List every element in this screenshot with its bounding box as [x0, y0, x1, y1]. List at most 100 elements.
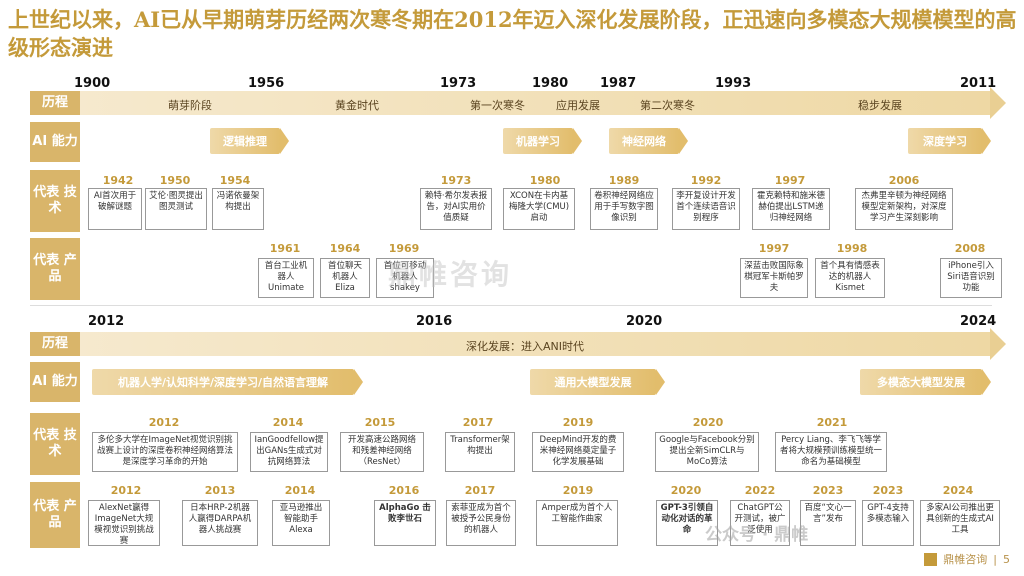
product-box: 日本HRP-2机器人赢得DARPA机器人挑战赛: [182, 500, 258, 546]
product-box: iPhone引入Siri语音识别功能: [940, 258, 1002, 298]
section-divider: [30, 305, 992, 306]
product-year: 2016: [388, 484, 420, 497]
tech-year: 1942: [102, 174, 134, 187]
year-2012: 2012: [88, 314, 125, 329]
label-tech-top: 代表 技术: [30, 170, 80, 232]
era-ani: 深化发展：进入ANI时代: [466, 340, 584, 353]
year-1980: 1980: [532, 76, 569, 91]
cap-multimodal-arrow: [982, 369, 991, 395]
footer: 鼎帷咨询 | 5: [924, 551, 1010, 567]
product-box: AlexNet赢得ImageNet大规模视觉识别挑战赛: [88, 500, 160, 546]
year-1987: 1987: [600, 76, 637, 91]
tech-year: 1980: [529, 174, 561, 187]
top-history-arrow: [990, 87, 1006, 119]
year-2024: 2024: [960, 314, 997, 329]
year-1956: 1956: [248, 76, 285, 91]
tech-box: 霍克赖特和施米德赫伯提出LSTM递归神经网络: [752, 188, 830, 230]
product-year: 2023: [872, 484, 904, 497]
cap-dl: 深度学习: [908, 128, 982, 154]
tech-box: DeepMind开发的费米神经网络奠定量子化学发展基础: [532, 432, 624, 472]
tech-year: 1989: [608, 174, 640, 187]
tech-year: 2015: [364, 416, 396, 429]
product-year: 2014: [284, 484, 316, 497]
year-2020: 2020: [626, 314, 663, 329]
year-1900: 1900: [74, 76, 111, 91]
product-year: 2020: [670, 484, 702, 497]
cap-nn: 神经网络: [609, 128, 679, 154]
watermark-center: 鼎帷咨询: [388, 258, 513, 291]
product-year: 1998: [836, 242, 868, 255]
cap-ml: 机器学习: [503, 128, 573, 154]
product-year: 2023: [812, 484, 844, 497]
label-ai-top: AI 能力: [30, 122, 80, 162]
top-history-band: [30, 91, 992, 115]
cap-early-arrow: [354, 369, 363, 395]
era-golden: 黄金时代: [335, 99, 379, 112]
tech-year: 1954: [219, 174, 251, 187]
product-box: 深蓝击败国际象棋冠军卡斯帕罗夫: [740, 258, 808, 298]
tech-year: 2017: [462, 416, 494, 429]
cap-multimodal: 多模态大模型发展: [860, 369, 982, 395]
product-year: 2013: [204, 484, 236, 497]
product-box: GPT-4支持多模态输入: [862, 500, 914, 546]
cap-dl-arrow: [982, 128, 991, 154]
cap-general: 通用大模型发展: [530, 369, 656, 395]
tech-box: 多伦多大学在ImageNet视觉识别挑战赛上设计的深度卷积神经网络算法是深度学习…: [92, 432, 238, 472]
tech-box: Google与Facebook分别提出全新SimCLR与MoCo算法: [655, 432, 759, 472]
product-year: 2012: [110, 484, 142, 497]
tech-box: AI首次用于破解谜题: [88, 188, 142, 230]
tech-year: 1992: [690, 174, 722, 187]
product-box: Amper成为首个人工智能作曲家: [536, 500, 618, 546]
product-box: 亚马逊推出智能助手Alexa: [272, 500, 330, 546]
tech-box: 卷积神经网络应用于手写数字图像识别: [590, 188, 658, 230]
product-box: 首个具有情感表达的机器人 Kismet: [815, 258, 885, 298]
watermark-wechat: 公众号 · 鼎帷: [705, 525, 809, 545]
product-year: 2019: [562, 484, 594, 497]
tech-box: 冯诺依曼架构提出: [212, 188, 264, 230]
year-2011: 2011: [960, 76, 997, 91]
era-steady: 稳步发展: [858, 99, 902, 112]
tech-year: 2014: [272, 416, 304, 429]
label-product-bottom: 代表 产品: [30, 482, 80, 548]
tech-year: 2006: [888, 174, 920, 187]
cap-general-arrow: [656, 369, 665, 395]
page-number: 5: [1003, 552, 1010, 566]
footer-brand: 鼎帷咨询: [943, 553, 988, 566]
era-winter-2: 第二次寒冬: [640, 99, 695, 112]
tech-year: 2021: [816, 416, 848, 429]
cap-logic-arrow: [280, 128, 289, 154]
tech-box: 赖特·希尔发表报告，对AI实用价值质疑: [420, 188, 492, 230]
product-box: 多家AI公司推出更具创新的生成式AI工具: [920, 500, 1000, 546]
tech-box: 李开复设计开发首个连续语音识别程序: [672, 188, 740, 230]
product-year: 1964: [329, 242, 361, 255]
era-winter-1: 第一次寒冬: [470, 99, 525, 112]
product-box: GPT-3引领自动化对话的革命: [656, 500, 718, 546]
bottom-history-band: [30, 332, 992, 356]
tech-year: 1950: [159, 174, 191, 187]
cap-early: 机器人学/认知科学/深度学习/自然语言理解: [92, 369, 354, 395]
year-1973: 1973: [440, 76, 477, 91]
label-ai-bottom: AI 能力: [30, 362, 80, 402]
product-year: 2017: [464, 484, 496, 497]
tech-box: 杰弗里辛顿为神经网络模型定新架构，对深度学习产生深刻影响: [855, 188, 953, 230]
year-1993: 1993: [715, 76, 752, 91]
product-box: 百度“文心一言”发布: [800, 500, 856, 546]
product-box: AlphaGo 击败李世石: [374, 500, 436, 546]
product-box: ChatGPT公开测试，被广泛使用: [730, 500, 790, 546]
page-title: 上世纪以来，AI已从早期萌芽历经两次寒冬期在2012年迈入深化发展阶段，正迅速向…: [8, 7, 1017, 60]
product-year: 1961: [269, 242, 301, 255]
product-year: 2008: [954, 242, 986, 255]
tech-box: IanGoodfellow提出GANs生成式对抗网络算法: [250, 432, 328, 472]
product-year: 1997: [758, 242, 790, 255]
product-box: 索菲亚成为首个被授予公民身份的机器人: [446, 500, 516, 546]
label-product-top: 代表 产品: [30, 238, 80, 300]
tech-year: 2020: [692, 416, 724, 429]
tech-box: Transformer架构提出: [445, 432, 515, 472]
tech-year: 1973: [440, 174, 472, 187]
tech-box: 开发高速公路网络和残差神经网络（ResNet）: [340, 432, 424, 472]
cap-logic: 逻辑推理: [210, 128, 280, 154]
tech-box: Percy Liang、李飞飞等学者将大规模预训练模型统一命名为基础模型: [775, 432, 887, 472]
tech-box: 艾伦·图灵提出图灵测试: [145, 188, 207, 230]
year-2016: 2016: [416, 314, 453, 329]
era-application: 应用发展: [556, 99, 600, 112]
